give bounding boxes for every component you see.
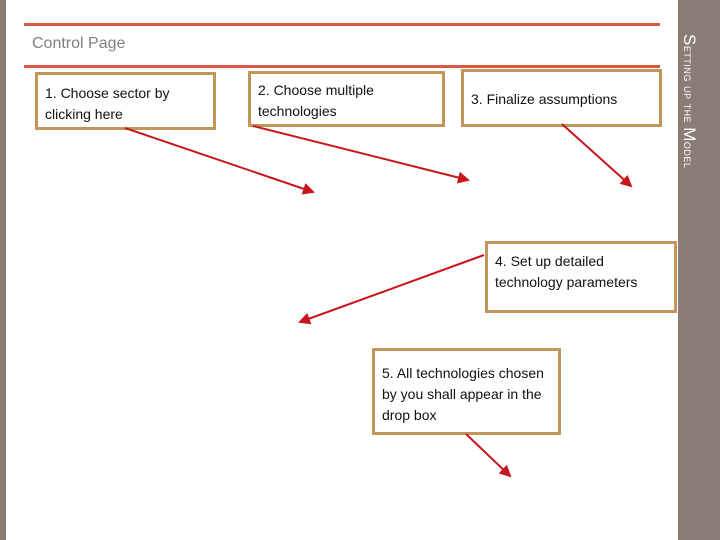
left-edge-strip bbox=[0, 0, 6, 540]
step-2-box: 2. Choose multiple technologies bbox=[248, 71, 445, 127]
step-3-box: 3. Finalize assumptions bbox=[461, 69, 662, 127]
title-rule bbox=[24, 65, 660, 68]
arrow-step-5 bbox=[465, 433, 512, 478]
page-title: Control Page bbox=[32, 35, 126, 52]
arrow-step-4 bbox=[298, 254, 485, 325]
step-4-box: 4. Set up detailed technology parameters bbox=[485, 241, 677, 313]
sidebar bbox=[678, 0, 720, 540]
arrow-step-2 bbox=[252, 125, 470, 184]
step-5-box: 5. All technologies chosen by you shall … bbox=[372, 348, 561, 435]
arrow-step-3 bbox=[561, 123, 633, 188]
step-1-box: 1. Choose sector by clicking here bbox=[35, 72, 216, 130]
arrow-step-1 bbox=[124, 127, 315, 195]
top-rule bbox=[24, 23, 660, 26]
